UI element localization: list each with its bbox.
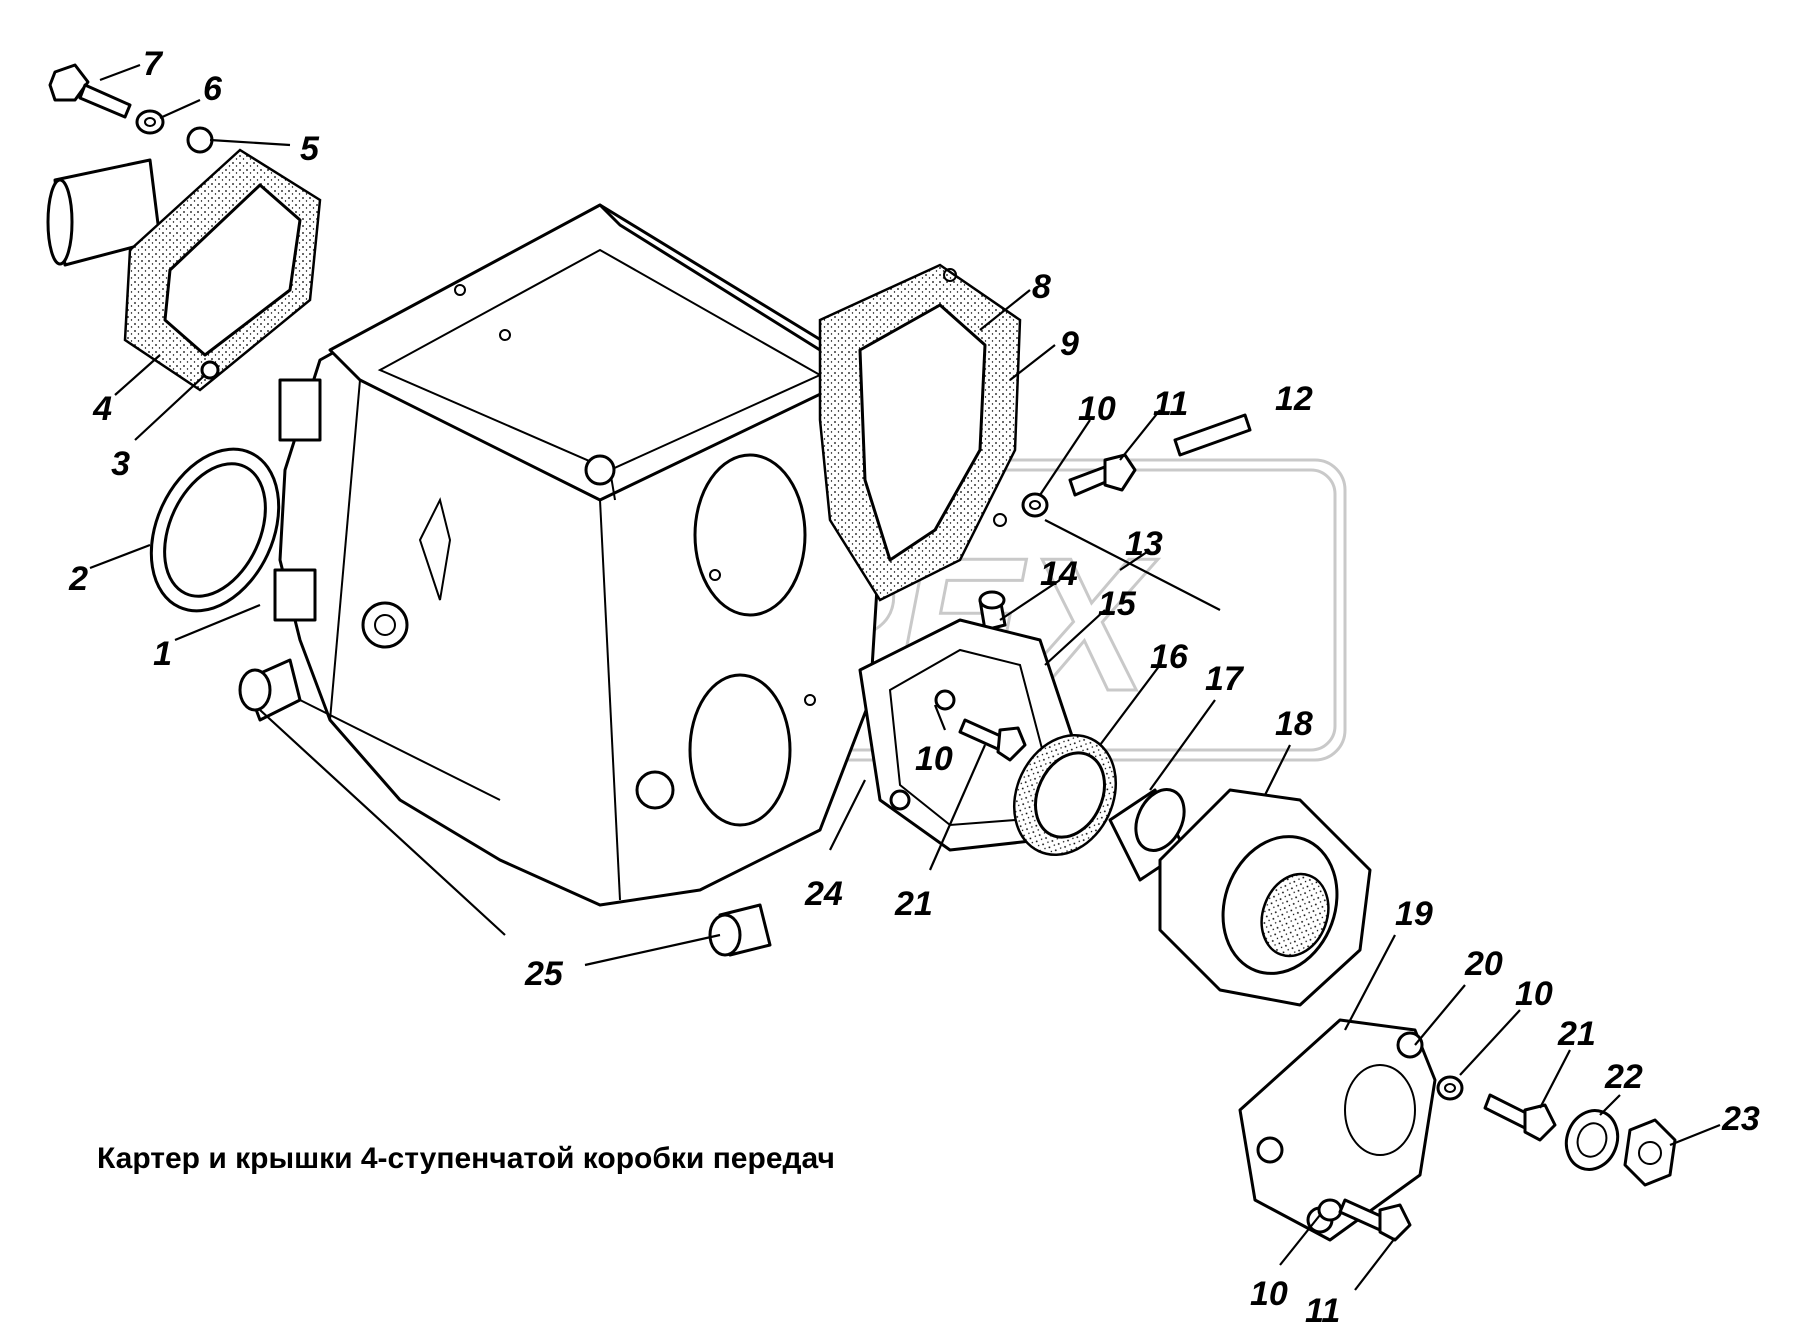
part-7-bolt bbox=[48, 63, 132, 119]
callout-15: 15 bbox=[1098, 585, 1137, 623]
callout-labels: 1 2 3 4 5 6 7 8 9 10 11 12 13 14 15 16 1… bbox=[68, 45, 1760, 1330]
part-23-nut bbox=[1623, 1118, 1677, 1187]
part-21-bolt-a bbox=[958, 718, 1027, 762]
callout-20: 20 bbox=[1464, 945, 1503, 983]
part-21-bolt-b bbox=[1483, 1093, 1557, 1142]
part-1-housing bbox=[273, 203, 882, 907]
callout-14: 14 bbox=[1040, 555, 1078, 593]
callout-21-right: 21 bbox=[1557, 1015, 1596, 1053]
callout-13: 13 bbox=[1125, 525, 1163, 563]
part-2-gasket-ring bbox=[149, 447, 281, 613]
part-22-washer bbox=[1564, 1109, 1620, 1171]
part-3-4-5-front-cover bbox=[46, 126, 322, 392]
diagram-caption: Картер и крышки 4-ступенчатой коробки пе… bbox=[97, 1142, 835, 1175]
callout-19: 19 bbox=[1395, 895, 1433, 933]
part-15-16-bearing bbox=[1012, 734, 1118, 856]
part-10-washer-c bbox=[1436, 1075, 1464, 1101]
callout-3: 3 bbox=[111, 445, 130, 483]
leader-lines bbox=[89, 63, 1721, 1291]
callout-8: 8 bbox=[1032, 268, 1051, 306]
part-14-grease-fitting bbox=[978, 590, 1007, 632]
callout-24: 24 bbox=[804, 875, 843, 913]
callout-5: 5 bbox=[300, 130, 320, 168]
part-8-9-rear-gasket bbox=[818, 263, 1022, 602]
callout-7: 7 bbox=[143, 45, 164, 83]
callout-25: 25 bbox=[524, 955, 564, 993]
callout-6: 6 bbox=[203, 70, 223, 108]
callout-23: 23 bbox=[1721, 1100, 1760, 1138]
part-11-bolt-a bbox=[1068, 453, 1137, 497]
part-6-lock-washer bbox=[135, 109, 165, 135]
callout-11-bottom: 11 bbox=[1305, 1292, 1340, 1328]
part-19-20-small-cover bbox=[1238, 1018, 1437, 1242]
callout-12: 12 bbox=[1275, 380, 1313, 418]
callout-21-mid: 21 bbox=[894, 885, 933, 923]
callout-4: 4 bbox=[92, 390, 112, 428]
part-25-plug-b bbox=[708, 903, 772, 957]
callout-22: 22 bbox=[1604, 1058, 1643, 1096]
callout-10-top: 10 bbox=[1078, 390, 1116, 428]
callout-2: 2 bbox=[68, 560, 88, 598]
callout-10-right: 10 bbox=[1515, 975, 1553, 1013]
callout-11-top: 11 bbox=[1153, 385, 1188, 423]
callout-10-mid: 10 bbox=[915, 740, 953, 778]
part-18-flange bbox=[1158, 788, 1372, 1007]
callout-16: 16 bbox=[1150, 638, 1189, 676]
callout-10-bottom: 10 bbox=[1250, 1275, 1288, 1313]
part-10-washer-a bbox=[1021, 492, 1049, 518]
part-25-plug-a bbox=[238, 658, 302, 722]
callout-1: 1 bbox=[153, 635, 172, 673]
callout-17: 17 bbox=[1205, 660, 1245, 698]
callout-18: 18 bbox=[1275, 705, 1313, 743]
callout-9: 9 bbox=[1060, 325, 1079, 363]
part-10-washer-d bbox=[1317, 1198, 1343, 1222]
part-12-stud bbox=[1173, 413, 1252, 457]
part-11-bolt-b bbox=[1338, 1198, 1412, 1242]
